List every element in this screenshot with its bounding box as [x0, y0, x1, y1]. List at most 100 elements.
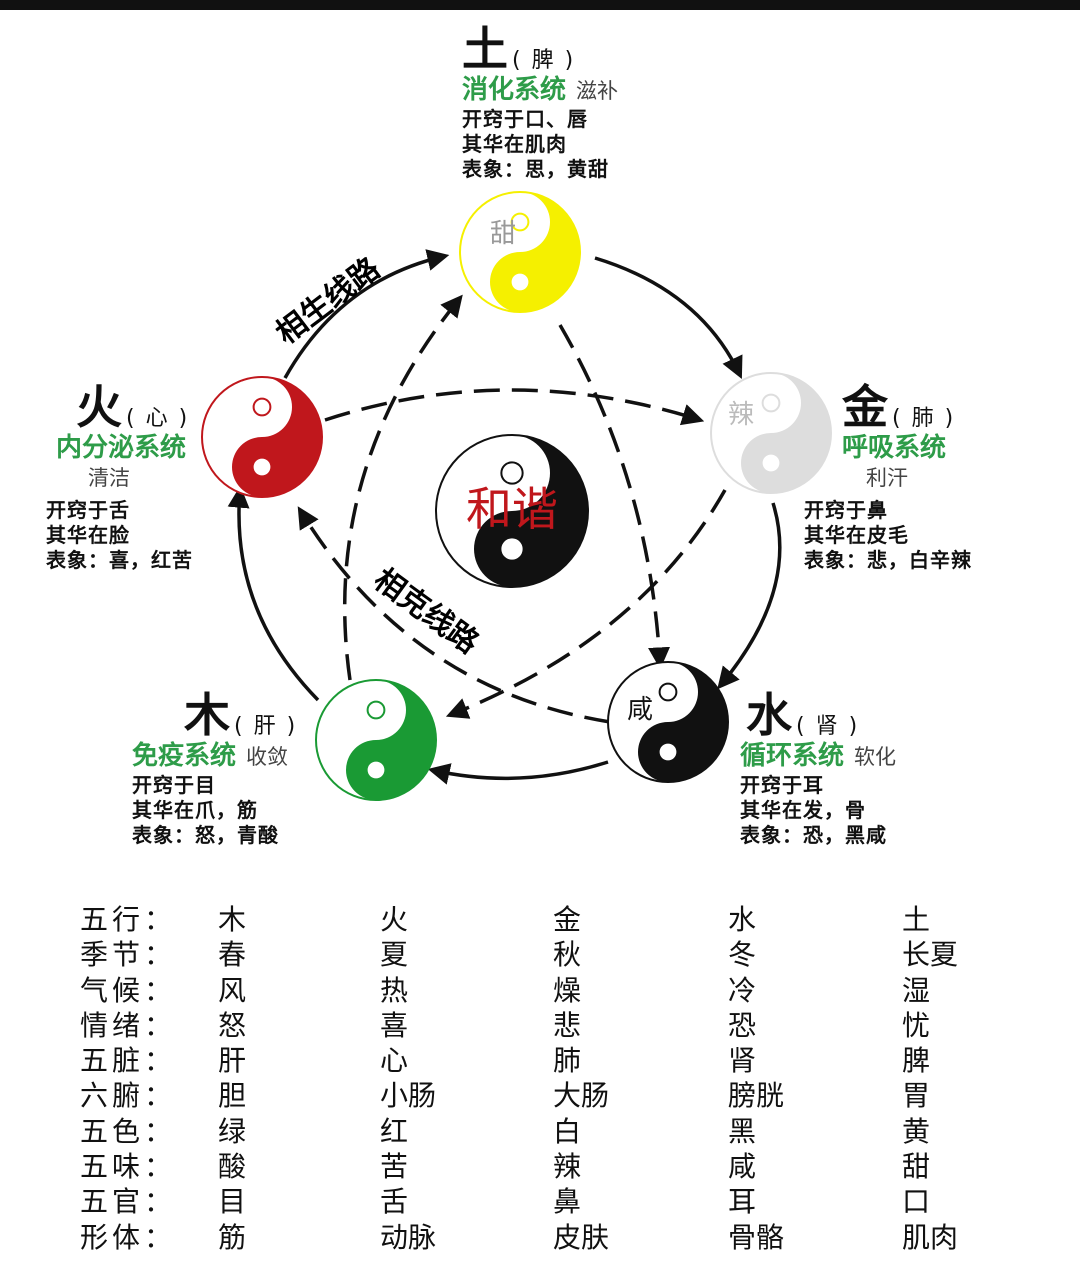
table-row-label: 五味：: [80, 1150, 177, 1184]
table-cell: 黄: [902, 1114, 931, 1148]
table-row: 五味：酸苦辣咸甜: [80, 1149, 1040, 1184]
table-row: 六腑：胆小肠大肠膀胱胃: [80, 1078, 1040, 1113]
metal-block: 金( 肺 ) 呼吸系统 利汗 开窍于鼻 其华在皮毛 表象：悲，白辛辣: [804, 382, 972, 573]
wood-yin-yang-icon: 酸: [315, 679, 437, 801]
table-cell: 悲: [553, 1008, 582, 1042]
wood-char: 木: [184, 688, 230, 742]
table-cell: 骨骼: [728, 1220, 785, 1254]
metal-line-3: 表象：悲，白辛辣: [804, 548, 972, 572]
water-taste-mark: 咸: [627, 695, 653, 725]
metal-method: 利汗: [866, 466, 908, 490]
arrow-fire-to-metal: [324, 388, 705, 426]
table-cell: 白: [553, 1114, 582, 1148]
table-cell: 筋: [218, 1220, 247, 1254]
table-cell: 脾: [902, 1044, 931, 1078]
table-cell: 红: [380, 1114, 409, 1148]
table-row: 形体：筋动脉皮肤骨骼肌肉: [80, 1220, 1040, 1255]
wood-line-1: 开窍于目: [132, 773, 216, 797]
metal-line-2: 其华在皮毛: [804, 523, 909, 547]
sheng-arrows: [227, 249, 782, 785]
table-row: 情绪：怒喜悲恐忧: [80, 1008, 1040, 1043]
table-cell: 酸: [218, 1150, 247, 1184]
table-row-label: 气候：: [80, 973, 177, 1007]
fire-line-1: 开窍于舌: [46, 498, 130, 522]
water-line-2: 其华在发，骨: [740, 798, 866, 822]
yin-yang-layer: 甜苦 辣酸 咸 和谐: [201, 191, 832, 801]
route-label-sheng: 相生线路: [270, 251, 388, 352]
wood-taste-mark: 酸: [337, 707, 363, 737]
fire-line-3: 表象：喜，红苦: [46, 548, 193, 572]
water-char: 水: [746, 688, 792, 742]
table-cell: 绿: [218, 1114, 247, 1148]
table-cell: 土: [902, 903, 931, 936]
table-cell: 水: [728, 903, 757, 936]
table-cell: 春: [218, 938, 247, 972]
table-row: 五行：木火金水土: [80, 902, 1040, 937]
earth-system: 消化系统: [462, 75, 567, 105]
metal-system: 呼吸系统: [842, 433, 947, 463]
table-cell: 风: [218, 973, 247, 1007]
table-row: 五色：绿红白黑黄: [80, 1114, 1040, 1149]
water-organ: ( 肾 ): [796, 714, 860, 739]
table-cell: 咸: [728, 1150, 757, 1184]
table-row: 气候：风热燥冷湿: [80, 973, 1040, 1008]
earth-method: 滋补: [576, 79, 619, 103]
table-cell: 鼻: [553, 1185, 582, 1219]
table-cell: 火: [380, 903, 409, 936]
arrow-metal-to-wood: [445, 489, 727, 719]
table-cell: 湿: [902, 973, 931, 1007]
metal-organ: ( 肺 ): [892, 406, 956, 431]
wood-block: 木( 肝 ) 免疫系统收敛 开窍于目 其华在爪，筋 表象：怒，青酸: [132, 690, 297, 848]
water-line-1: 开窍于耳: [740, 773, 824, 797]
table-cell: 冬: [728, 938, 757, 972]
table-row-label: 形体：: [80, 1220, 177, 1254]
fire-yin-yang-icon: 苦: [201, 376, 323, 498]
table-row-label: 五官：: [80, 1185, 177, 1219]
wood-organ: ( 肝 ): [234, 714, 298, 739]
table-cell: 胃: [902, 1079, 931, 1113]
table-cell: 金: [553, 903, 582, 936]
table-row-label: 五色：: [80, 1114, 177, 1148]
table-cell: 胆: [218, 1079, 247, 1113]
table-row-label: 五行：: [80, 903, 177, 936]
earth-line-3: 表象：思，黄甜: [462, 157, 609, 181]
table-row: 季节：春夏秋冬长夏: [80, 937, 1040, 972]
table-cell: 甜: [902, 1150, 931, 1184]
top-border: [0, 0, 1080, 10]
center-yin-yang-icon: 和谐: [435, 434, 589, 588]
fire-char: 火: [76, 380, 122, 434]
table-cell: 皮肤: [553, 1220, 610, 1254]
table-cell: 肝: [218, 1044, 247, 1078]
table-row-label: 五脏：: [80, 1044, 177, 1078]
fire-taste-mark: 苦: [215, 406, 241, 436]
earth-organ: ( 脾 ): [512, 48, 576, 73]
table-cell: 膀胱: [728, 1079, 785, 1113]
table-row: 五官：目舌鼻耳口: [80, 1184, 1040, 1219]
water-system: 循环系统: [740, 741, 845, 771]
table-cell: 夏: [380, 938, 409, 972]
fire-block: 火( 心 ) 内分泌系统 清洁 开窍于舌 其华在脸 表象：喜，红苦: [46, 380, 193, 573]
wood-method: 收敛: [246, 745, 289, 769]
wood-line-3: 表象：怒，青酸: [132, 823, 279, 847]
earth-line-2: 其华在肌肉: [462, 132, 567, 156]
earth-yin-yang-icon: 甜: [459, 191, 581, 313]
table-cell: 心: [380, 1044, 409, 1078]
water-line-3: 表象：恐，黑咸: [740, 823, 887, 847]
table-cell: 肺: [553, 1044, 582, 1078]
table-row-label: 季节：: [80, 938, 177, 972]
arrow-water-to-wood: [427, 760, 609, 785]
metal-line-1: 开窍于鼻: [804, 498, 888, 522]
earth-line-1: 开窍于口、唇: [462, 107, 588, 131]
arrow-water-to-fire: [297, 506, 611, 724]
metal-yin-yang-icon: 辣: [710, 372, 832, 494]
five-elements-diagram: 相生线路 相克线路 甜苦辣酸咸和谐 土( 脾 ) 消化系统滋补 开窍于口、唇 其…: [46, 24, 972, 848]
water-yin-yang-icon: 咸: [607, 661, 729, 783]
table-cell: 苦: [380, 1150, 409, 1184]
center-label: 和谐: [466, 482, 558, 536]
water-block: 水( 肾 ) 循环系统软化 开窍于耳 其华在发，骨 表象：恐，黑咸: [740, 690, 896, 848]
table-cell: 秋: [553, 938, 582, 972]
fire-system: 内分泌系统: [56, 433, 187, 463]
water-method: 软化: [854, 745, 897, 769]
table-cell: 舌: [380, 1185, 409, 1219]
table-cell: 小肠: [380, 1079, 437, 1113]
